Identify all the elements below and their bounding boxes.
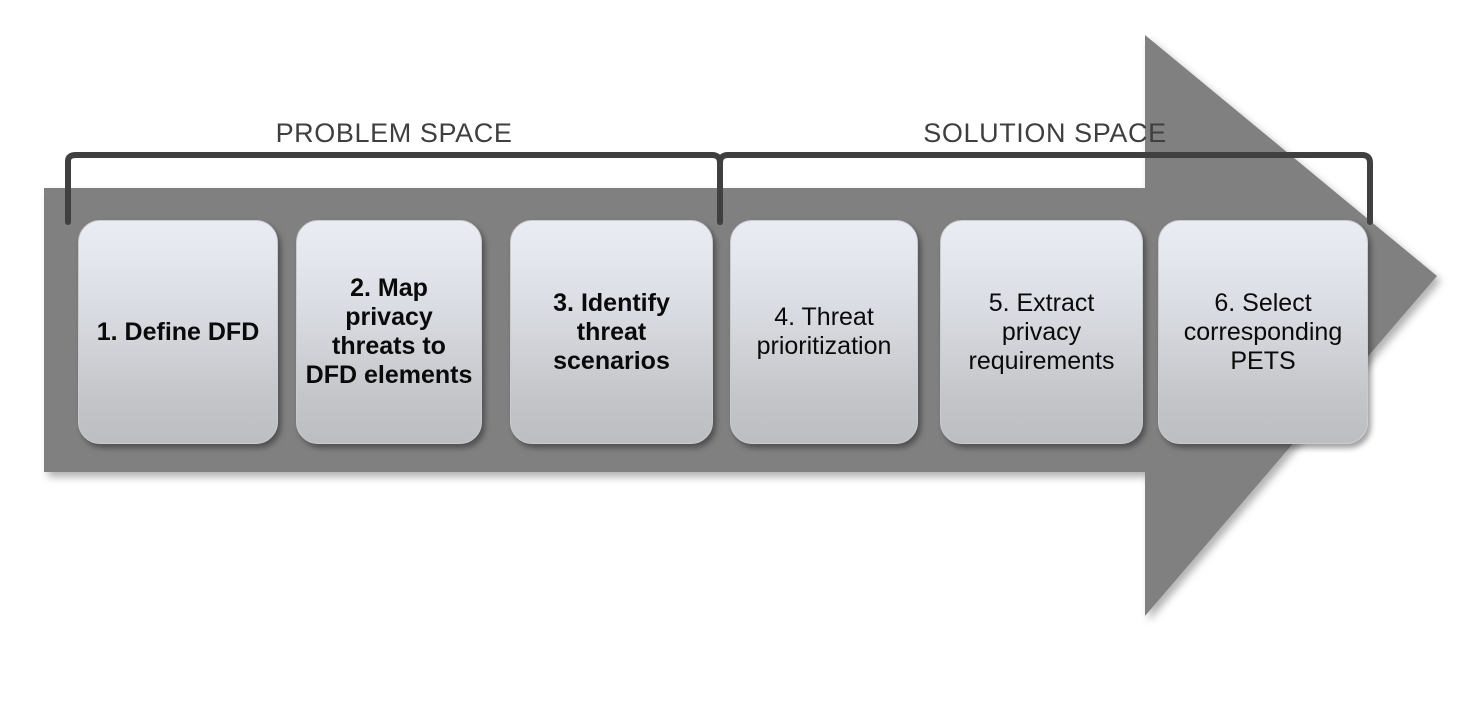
step-label-4: 4. Threat prioritization <box>756 303 892 360</box>
step-box-2[interactable]: 2. Map privacy threats to DFD elements <box>296 220 482 444</box>
step-label-3: 3. Identify threat scenarios <box>553 288 670 375</box>
step-label-1: 1. Define DFD <box>96 317 260 346</box>
step-box-5[interactable]: 5. Extract privacy requirements <box>940 220 1143 444</box>
span-label-problem-space: PROBLEM SPACE <box>275 118 513 148</box>
step-box-1[interactable]: 1. Define DFD <box>78 220 278 444</box>
span-label-solution-space: SOLUTION SPACE <box>923 118 1167 148</box>
step-box-6[interactable]: 6. Select corresponding PETS <box>1158 220 1368 444</box>
step-box-3[interactable]: 3. Identify threat scenarios <box>510 220 713 444</box>
step-label-5: 5. Extract privacy requirements <box>968 288 1115 375</box>
step-label-6: 6. Select corresponding PETS <box>1183 288 1343 375</box>
step-label-2: 2. Map privacy threats to DFD elements <box>305 274 473 389</box>
brace-solution-space <box>717 152 1373 225</box>
step-box-4[interactable]: 4. Threat prioritization <box>730 220 918 444</box>
brace-problem-space <box>65 152 723 225</box>
